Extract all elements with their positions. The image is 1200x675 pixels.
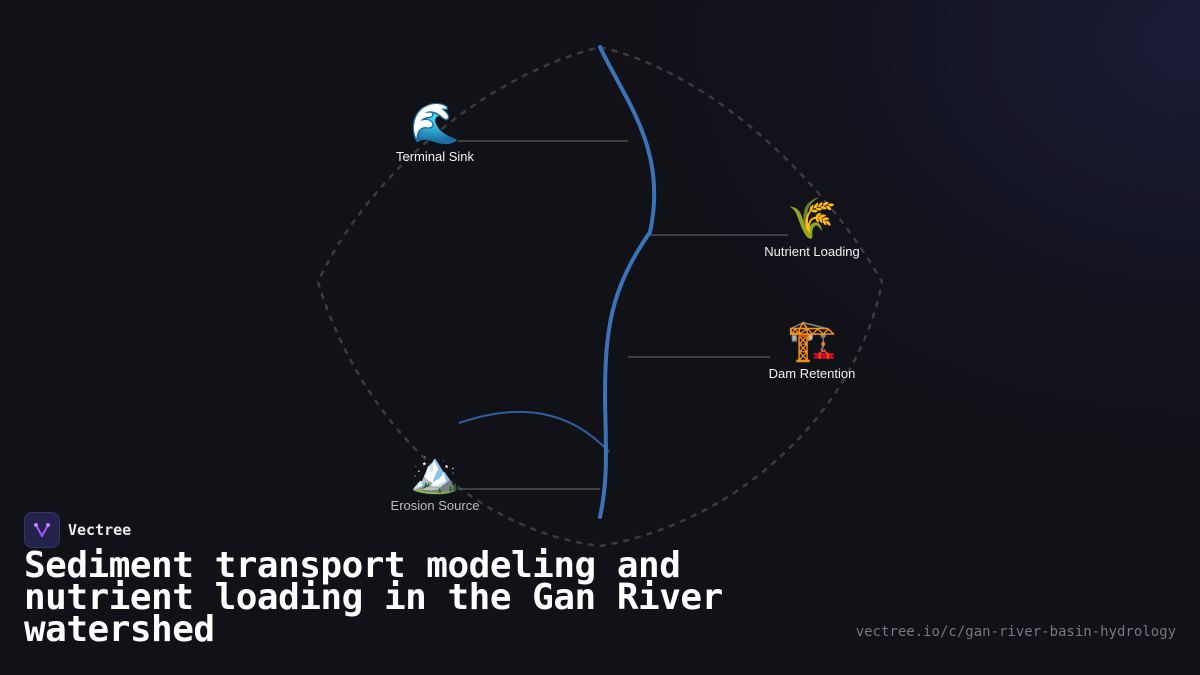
node-label: Erosion Source <box>390 498 480 513</box>
node-label: Nutrient Loading <box>764 244 860 259</box>
page-url[interactable]: vectree.io/c/gan-river-basin-hydrology <box>855 624 1176 640</box>
brand: Vectree <box>24 512 131 548</box>
node-label: Terminal Sink <box>395 149 475 164</box>
watershed-boundary <box>316 45 884 548</box>
node-label: Dam Retention <box>768 366 856 381</box>
vectree-logo-icon <box>24 512 60 548</box>
brand-name: Vectree <box>68 521 132 539</box>
main-river <box>598 45 657 519</box>
rice-sheaf-icon: 🌾 <box>787 197 837 241</box>
tributary-stream <box>458 410 610 453</box>
snow-mountain-icon: 🏔️ <box>410 451 460 495</box>
node-dam-retention[interactable]: 🏗️ Dam Retention <box>769 318 856 381</box>
building-crane-icon: 🏗️ <box>787 319 837 363</box>
water-wave-icon: 🌊 <box>410 102 460 146</box>
page-title: Sediment transport modeling and nutrient… <box>24 545 723 650</box>
node-erosion-source[interactable]: 🏔️ Erosion Source <box>391 450 480 513</box>
node-terminal-sink[interactable]: 🌊 Terminal Sink <box>396 101 474 164</box>
node-nutrient-loading[interactable]: 🌾 Nutrient Loading <box>764 196 859 259</box>
